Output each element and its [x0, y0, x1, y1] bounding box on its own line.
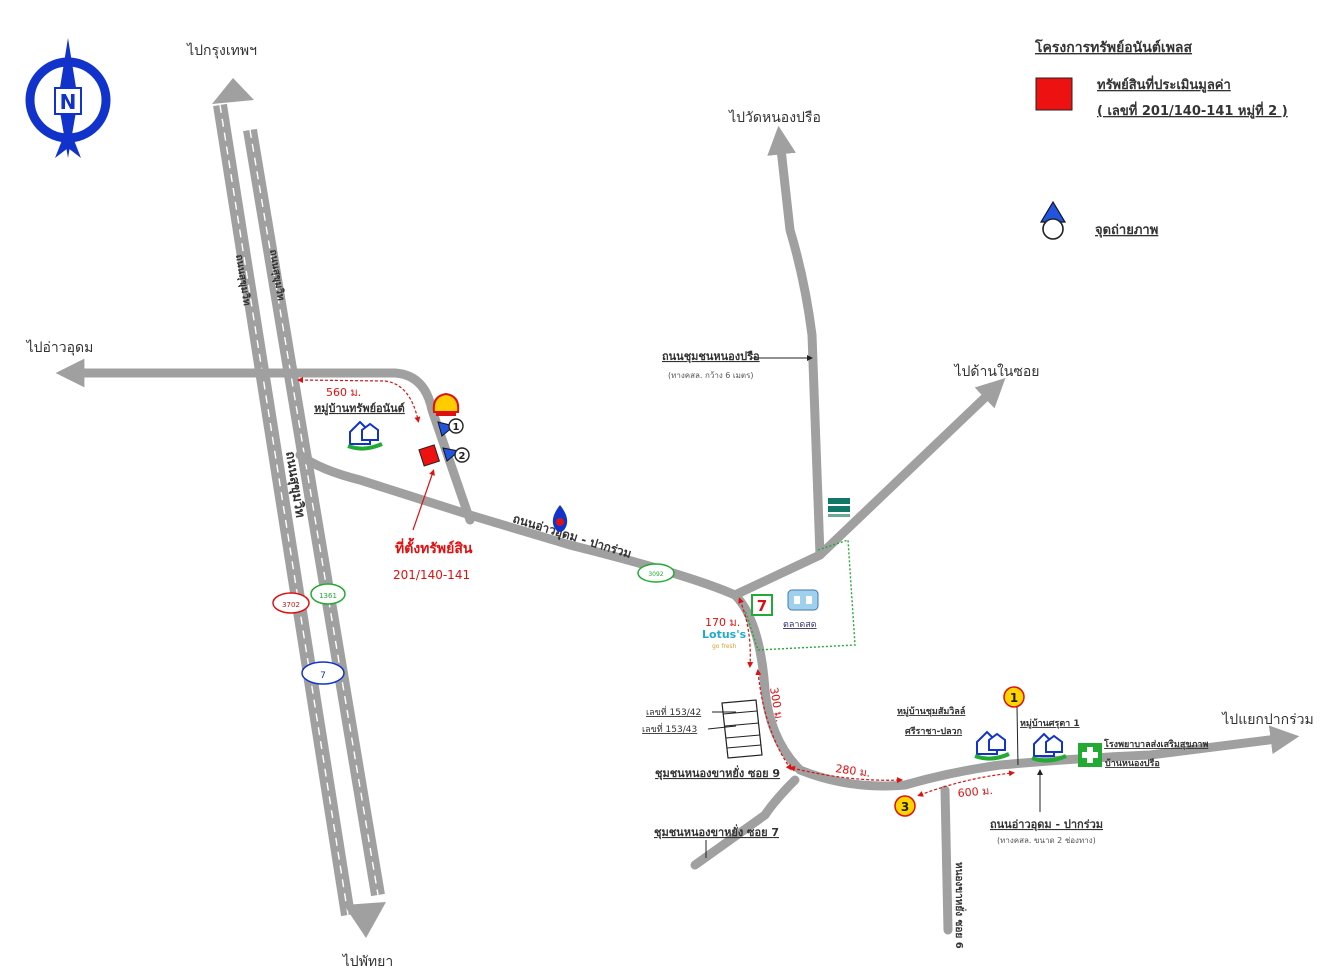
road-soi-9: ชุมชนหนองขาหยั่ง ซอย 9	[655, 765, 780, 781]
market-icon	[787, 589, 819, 611]
lot-1-label: เลขที่ 153/42	[646, 705, 701, 718]
yellow-marker-3-number: 3	[901, 800, 909, 814]
legend: โครงการทรัพย์อนันต์เพลส ทรัพย์สินที่ประเ…	[1034, 38, 1288, 240]
legend-title: โครงการทรัพย์อนันต์เพลส	[1034, 38, 1193, 56]
road-ao-udom-pak-ruam-2-note: (ทางคสล. ขนาด 2 ช่องทาง)	[997, 836, 1096, 845]
route-shield-3702: 3702	[272, 592, 310, 614]
yellow-marker-3: 3	[894, 795, 916, 817]
dest-bangkok: ไปกรุงเทพฯ	[186, 42, 257, 59]
village-right-icon	[1031, 732, 1067, 763]
route-shield-7: 7	[301, 661, 345, 685]
legend-property-label: ทรัพย์สินที่ประเมินมูลค่า	[1097, 75, 1231, 93]
arrow-north-icon	[212, 78, 254, 104]
photo-point-icon	[1039, 200, 1067, 240]
dest-pattaya: ไปพัทยา	[342, 953, 393, 970]
yellow-marker-1-number: 1	[1010, 691, 1018, 705]
seven-eleven-logo-icon: 7	[751, 594, 773, 616]
route-shield-main: 3092	[637, 563, 675, 583]
site-label: ที่ตั้งทรัพย์สิน	[395, 537, 473, 557]
distance-300: 300 ม.	[767, 686, 786, 723]
distance-170: 170 ม.	[705, 616, 740, 629]
route-shield-main-number: 3092	[648, 571, 663, 578]
lots-block	[721, 699, 763, 759]
sukhumvit-highway	[212, 78, 386, 938]
distance-280: 280 ม.	[835, 762, 872, 780]
photo-point-1: 1	[437, 418, 464, 437]
hospital-icon	[1078, 743, 1102, 767]
road-nong-prue-note: (ทางคสล. กว้าง 6 เมตร)	[668, 371, 754, 380]
seven-eleven-number: 7	[757, 597, 767, 615]
route-shield-1361: 1361	[310, 583, 346, 605]
market-label: ตลาดสด	[783, 620, 817, 630]
lotus-sub: go fresh	[712, 643, 737, 650]
route-shield-3702-number: 3702	[282, 601, 300, 609]
dest-pak-ruam: ไปแยกปากร่วม	[1221, 711, 1313, 728]
village-left-label: หมู่บ้านทรัพย์อนันต์	[314, 402, 405, 416]
hospital-label: โรงพยาบาลส่งเสริมสุขภาพ	[1103, 738, 1208, 750]
legend-property-swatch	[1035, 77, 1073, 111]
road-soi-7: ชุมชนหนองขาหยั่ง ซอย 7	[654, 824, 779, 840]
lot-2-label: เลขที่ 153/43	[642, 722, 697, 735]
local-roads	[55, 125, 1300, 935]
village-mid-label: หมู่บ้านชุมสัมวิลล์	[897, 705, 965, 717]
site-number: 201/140-141	[393, 568, 470, 582]
lotus-label: Lotus's	[702, 628, 747, 641]
legend-photo-label: จุดถ่ายภาพ	[1095, 223, 1158, 238]
legend-property-sub: ( เลขที่ 201/140-141 หมู่ที่ 2 )	[1097, 101, 1288, 119]
dest-wat-nong-prue: ไปวัดหนองปรือ	[728, 109, 821, 126]
road-ao-udom-pak-ruam-2: ถนนอ่าวอุดม - ปากร่วม	[990, 818, 1103, 832]
gas-station-logo-icon	[828, 498, 850, 517]
subject-property-marker	[418, 444, 441, 467]
photo-point-2-number: 2	[459, 451, 466, 462]
shell-logo-icon	[432, 392, 460, 416]
market-boundary	[744, 539, 856, 651]
photo-point-2: 2	[442, 447, 470, 463]
road-nong-prue: ถนนชุมชนหนองปรือ	[662, 350, 760, 364]
arrow-south-icon	[344, 902, 386, 938]
distance-560: 560 ม.	[326, 386, 361, 399]
ptt-logo-icon	[552, 505, 568, 532]
village-left-icon	[347, 420, 383, 451]
village-mid-icon	[974, 730, 1010, 761]
dest-ao-udom: ไปอ่าวอุดม	[26, 339, 94, 356]
yellow-marker-1: 1	[1003, 686, 1025, 766]
dest-inner-soi: ไปด้านในซอย	[954, 363, 1040, 380]
route-shield-1361-number: 1361	[319, 592, 337, 600]
distance-markers: 560 ม. 170 ม. 300 ม. 280 ม. 600 ม.	[297, 377, 1015, 800]
village-mid-label-2: ศรีราชา-ปลวก	[905, 726, 962, 737]
compass-letter: N	[60, 90, 77, 114]
distance-600: 600 ม.	[957, 784, 993, 800]
village-right-label: หมู่บ้านศรุตา 1	[1020, 718, 1080, 729]
north-compass-icon: N	[25, 38, 111, 158]
route-shield-7-number: 7	[320, 671, 326, 681]
road-soi-6: หนองขาหยั่ง ซอย 6	[953, 862, 967, 949]
hospital-label-2: บ้านหนองปรือ	[1105, 757, 1160, 769]
photo-point-1-number: 1	[453, 422, 460, 433]
